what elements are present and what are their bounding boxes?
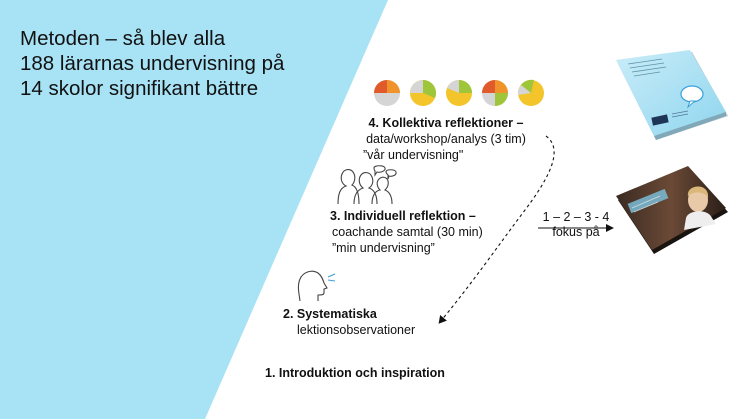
title-line-1: Metoden – så blev alla: [20, 27, 226, 50]
step-1-heading: 1. Introduktion och inspiration: [265, 366, 445, 380]
step-3-line2: coachande samtal (30 min): [332, 225, 483, 239]
slide-title: Metoden – så blev alla 188 lärarnas unde…: [20, 26, 284, 101]
step-3-block: 3. Individuell reflektion – coachande sa…: [330, 208, 510, 256]
pie-charts-row: [370, 78, 548, 108]
step-4-line2: data/workshop/analys (3 tim): [366, 132, 526, 146]
step-4-line3: ”vår undervisning": [363, 148, 464, 162]
pie-chart-icon: [374, 79, 544, 106]
photo-book-icon: [616, 166, 728, 254]
focus-arrow-icon: [538, 224, 614, 232]
group-speech-icon: [337, 165, 397, 205]
step-4-heading: 4. Kollektiva reflektioner –: [368, 116, 524, 130]
observer-head-icon: [297, 270, 336, 302]
focus-label: fokus på: [552, 225, 600, 239]
step-2-line2: lektionsobservationer: [297, 323, 416, 337]
step-2-heading: 2. Systematiska: [283, 307, 377, 321]
step-1-block: 1. Introduktion och inspiration: [265, 365, 485, 381]
title-line-2: 188 lärarnas undervisning på: [20, 52, 285, 75]
step-4-block: 4. Kollektiva reflektioner – data/worksh…: [356, 115, 536, 163]
step-2-block: 2. Systematiska lektionsobservationer: [283, 306, 453, 338]
step-3-heading: 3. Individuell reflektion –: [330, 209, 476, 223]
title-line-3: 14 skolor signifikant bättre: [20, 77, 259, 100]
focus-numbers: 1 – 2 – 3 - 4: [542, 210, 610, 224]
step-3-line3: ”min undervisning”: [332, 241, 435, 255]
report-book-icon: [616, 50, 728, 140]
